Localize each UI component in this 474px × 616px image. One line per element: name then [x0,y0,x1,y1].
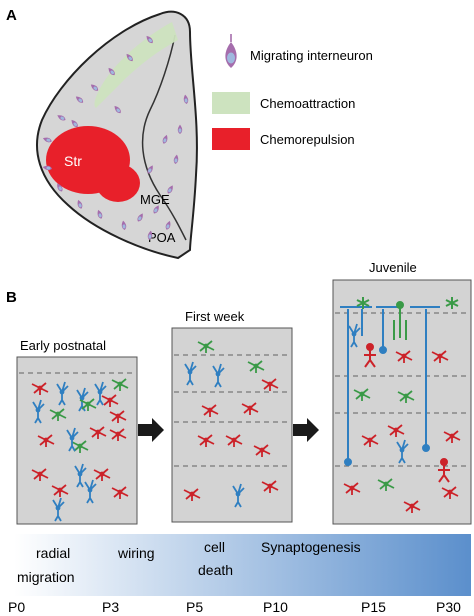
stage-title-first-week: First week [185,309,245,324]
chemoattraction-swatch [212,92,250,114]
interneuron-cell [37,434,55,447]
cells [31,323,461,522]
basket-cell [32,399,45,424]
tick-p5: P5 [186,599,203,615]
phase-radial: radial [36,545,70,561]
basket-cell [184,361,197,386]
phase-synaptogenesis: Synaptogenesis [261,539,361,555]
basket-cell [84,479,97,504]
legend-label-chemorepulsion: Chemorepulsion [260,132,355,147]
basket-cell [66,427,79,452]
interneuron-cell [93,468,111,481]
interneuron-cell [261,480,279,493]
tick-p10: P10 [263,599,288,615]
interneuron-cell [89,426,107,439]
interneuron-cell [31,382,49,395]
legend: Migrating interneuron Chemoattraction Ch… [212,34,373,150]
chemorepulsion-swatch [212,128,250,150]
interneuron-cell [49,408,67,421]
interneuron-cell [397,390,415,403]
interneuron-cell [71,440,89,453]
basket-cell [396,439,409,464]
interneuron-cell [51,484,69,497]
interneuron-cell [183,488,201,501]
interneuron-cell [353,388,371,401]
interneuron-cell [247,360,265,373]
chemorepulsion-region [46,126,140,202]
interneuron-cell [431,350,449,363]
basket-cell [74,463,87,488]
developmental-timeline-bar [14,534,471,596]
layer-boundaries [19,312,469,467]
early-postnatal-box [16,356,138,525]
tick-p3: P3 [102,599,119,615]
interneuron-cell [395,350,413,363]
juvenile-long-neurons [340,306,440,466]
interneuron-cell [201,404,219,417]
phase-migration: migration [17,569,75,585]
basket-cell [212,363,225,388]
interneuron-cell [343,482,361,495]
phase-death: death [198,562,233,578]
interneuron-cell [253,444,271,457]
panel-b-letter: B [6,289,17,306]
brain-section [36,10,198,260]
stage-title-early: Early postnatal [20,338,106,353]
basket-cell [232,483,245,508]
interneuron-cell [109,428,127,441]
arrow-right-icon [293,418,319,442]
interneuron-cell [387,424,405,437]
juvenile-red-stick-cells [364,343,450,483]
interneuron-cell [403,500,421,513]
basket-cell [94,381,107,406]
phase-cell: cell [204,539,225,555]
phase-wiring: wiring [117,545,155,561]
tick-p30: P30 [436,599,461,615]
interneuron-cell [79,398,97,411]
arrow-right-icon [138,418,164,442]
legend-label-chemoattraction: Chemoattraction [260,96,355,111]
interneuron-cell [101,394,119,407]
interneuron-cell [361,434,379,447]
mge-label: MGE [140,192,170,207]
stage-title-juvenile: Juvenile [369,260,417,275]
interneuron-cell [443,430,461,443]
juvenile-box [332,279,472,525]
interneuron-cell [261,378,279,391]
basket-cell [56,381,69,406]
interneuron-cell [109,410,127,423]
tick-p15: P15 [361,599,386,615]
age-ticks: P0 P3 P5 P10 P15 P30 [8,599,461,615]
poa-label: POA [148,230,176,245]
interneuron-cell [441,486,459,499]
green-asterisk-marks [356,297,459,309]
juvenile-green-neuron [393,301,407,340]
interneuron-cell [111,486,129,499]
tick-p0: P0 [8,599,25,615]
interneuron-cell [197,340,215,353]
interneuron-cell [241,402,259,415]
interneuron-cell [31,468,49,481]
basket-cell [348,323,361,348]
ventricle-contour [141,34,187,241]
str-label: Str [64,153,82,169]
chemoattraction-stream [94,22,178,108]
basket-cell [76,387,89,412]
migrating-interneuron-icon [225,34,237,68]
interneuron-cell [197,434,215,447]
interneuron-cell [111,378,129,391]
basket-cell [52,497,65,522]
legend-label-interneuron: Migrating interneuron [250,48,373,63]
interneuron-cell [225,434,243,447]
first-week-box [171,327,293,523]
interneuron-cell [377,478,395,491]
panel-a-letter: A [6,7,17,24]
